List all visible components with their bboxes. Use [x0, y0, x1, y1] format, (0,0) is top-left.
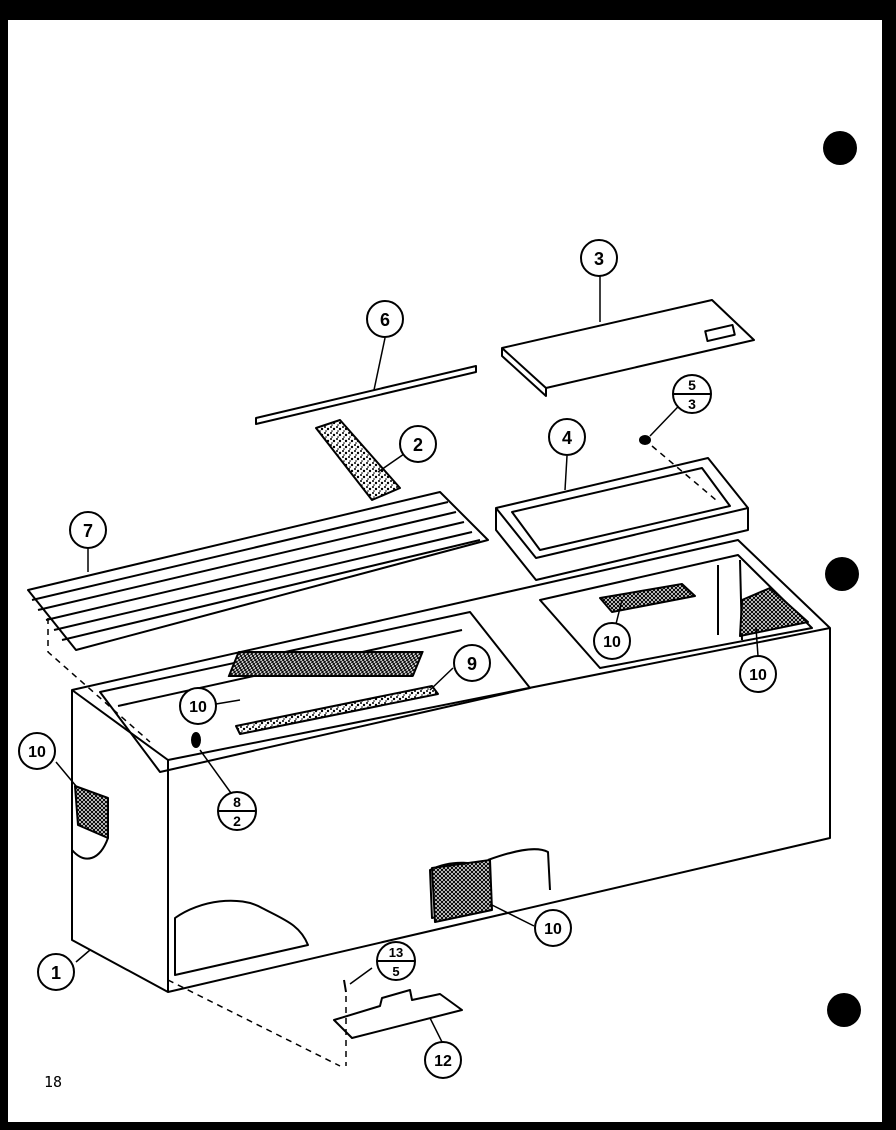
louver-grille-part-7	[27, 491, 489, 651]
filter-mesh-part-10	[227, 651, 424, 677]
split-callout-5-3: 5 3	[672, 374, 712, 414]
foam-block-part-2	[315, 419, 401, 501]
split-callout-bottom: 2	[233, 813, 241, 829]
callout-3: 3	[580, 239, 618, 277]
callout-4-label: 4	[562, 428, 572, 448]
access-cover-part-3	[501, 299, 755, 397]
callout-12-label: 12	[434, 1053, 452, 1070]
callout-7-label: 7	[83, 521, 93, 541]
callout-2-label: 2	[413, 435, 423, 455]
callout-10-label: 10	[603, 634, 621, 651]
callout-10-label: 10	[189, 699, 207, 716]
callout-1-label: 1	[51, 963, 61, 983]
callout-10: 10	[18, 732, 56, 770]
binder-hole	[825, 557, 859, 591]
filter-mesh-part-10	[599, 583, 696, 613]
split-callout-8-2: 8 2	[217, 791, 257, 831]
screw-icon	[191, 732, 201, 748]
callout-6: 6	[366, 300, 404, 338]
callout-10: 10	[593, 622, 631, 660]
callout-2: 2	[399, 425, 437, 463]
page-number: 18	[44, 1073, 62, 1091]
callout-6-label: 6	[380, 310, 390, 330]
bracket-part-12	[333, 989, 463, 1039]
callout-10-label: 10	[28, 744, 46, 761]
callout-3-label: 3	[594, 249, 604, 269]
split-callout-13-5: 13 5	[376, 941, 416, 981]
split-callout-top: 13	[389, 945, 403, 960]
split-callout-top: 5	[688, 377, 696, 393]
gasket-strip-part-9	[235, 685, 439, 735]
binder-hole	[827, 993, 861, 1027]
callout-9-label: 9	[467, 654, 477, 674]
callout-10: 10	[534, 909, 572, 947]
callout-10: 10	[179, 687, 217, 725]
callout-10-label: 10	[544, 921, 562, 938]
binder-hole	[823, 131, 857, 165]
frame-part-4	[495, 457, 749, 581]
screw-icon	[343, 979, 347, 993]
split-callout-bottom: 5	[392, 964, 399, 979]
callout-4: 4	[548, 418, 586, 456]
callout-9: 9	[453, 644, 491, 682]
rod-part-6	[255, 365, 477, 425]
filter-mesh-part-10	[74, 785, 109, 839]
screw-icon	[639, 435, 651, 445]
callout-10-label: 10	[749, 667, 767, 684]
callout-7: 7	[69, 511, 107, 549]
cabinet-part-1	[71, 539, 831, 993]
filter-mesh-part-10	[739, 587, 809, 637]
callout-12: 12	[424, 1041, 462, 1079]
callout-10: 10	[739, 655, 777, 693]
filter-mesh-part-10	[431, 859, 493, 923]
split-callout-bottom: 3	[688, 396, 696, 412]
callout-1: 1	[37, 953, 75, 991]
split-callout-top: 8	[233, 794, 241, 810]
